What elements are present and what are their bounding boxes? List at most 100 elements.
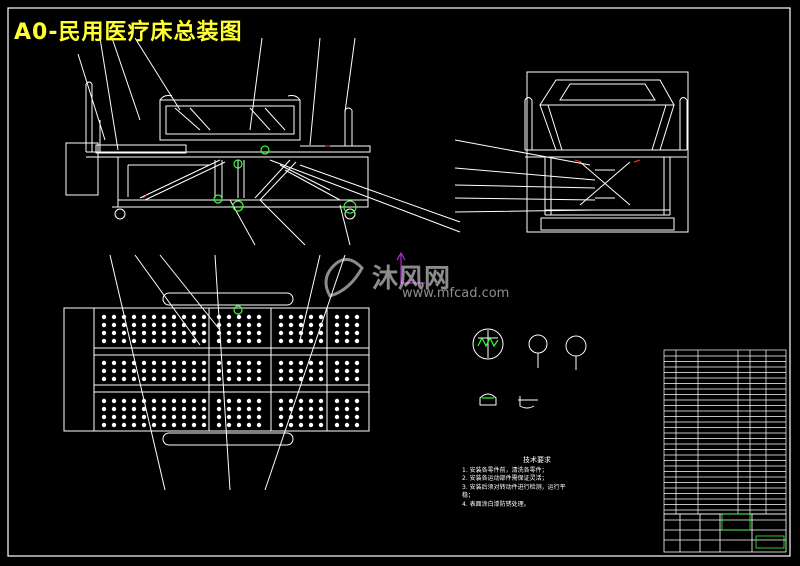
deck-hole xyxy=(131,322,137,328)
deck-hole xyxy=(344,314,350,320)
deck-hole xyxy=(191,376,197,382)
deck-hole xyxy=(236,422,242,428)
deck-hole xyxy=(181,368,187,374)
deck-hole xyxy=(344,406,350,412)
deck-hole xyxy=(141,368,147,374)
deck-hole xyxy=(308,314,314,320)
deck-hole xyxy=(191,398,197,404)
deck-hole xyxy=(288,398,294,404)
deck-hole xyxy=(131,414,137,420)
technical-note: 4. 表面涂白漆防锈处理。 xyxy=(462,500,530,508)
deck-hole xyxy=(298,368,304,374)
deck-hole xyxy=(181,314,187,320)
deck-hole xyxy=(256,360,262,366)
deck-hole xyxy=(151,360,157,366)
deck-hole xyxy=(216,414,222,420)
deck-hole xyxy=(181,398,187,404)
deck-hole xyxy=(181,414,187,420)
deck-hole xyxy=(111,414,117,420)
deck-hole xyxy=(246,376,252,382)
deck-hole xyxy=(181,360,187,366)
deck-hole xyxy=(216,322,222,328)
deck-hole xyxy=(256,314,262,320)
deck-hole xyxy=(344,398,350,404)
deck-hole xyxy=(226,376,232,382)
deck-hole xyxy=(298,414,304,420)
deck-hole xyxy=(246,314,252,320)
deck-hole xyxy=(256,376,262,382)
deck-hole xyxy=(121,376,127,382)
deck-hole xyxy=(171,422,177,428)
deck-hole xyxy=(334,406,340,412)
deck-hole xyxy=(131,422,137,428)
deck-hole xyxy=(226,330,232,336)
deck-hole xyxy=(201,398,207,404)
deck-hole xyxy=(216,368,222,374)
deck-hole xyxy=(318,330,324,336)
deck-hole xyxy=(354,368,360,374)
deck-hole xyxy=(298,398,304,404)
deck-hole xyxy=(256,368,262,374)
end-view-marks xyxy=(574,159,641,163)
deck-hole xyxy=(101,330,107,336)
watermark-logo xyxy=(324,258,364,298)
deck-hole xyxy=(121,406,127,412)
deck-hole xyxy=(171,338,177,344)
deck-hole xyxy=(201,368,207,374)
deck-hole xyxy=(278,314,284,320)
deck-hole xyxy=(246,330,252,336)
deck-hole xyxy=(334,368,340,374)
deck-hole xyxy=(308,376,314,382)
deck-hole xyxy=(354,414,360,420)
deck-hole xyxy=(298,406,304,412)
deck-hole xyxy=(191,414,197,420)
deck-hole xyxy=(278,330,284,336)
deck-hole xyxy=(101,322,107,328)
deck-hole xyxy=(318,406,324,412)
deck-hole xyxy=(201,338,207,344)
deck-hole xyxy=(201,406,207,412)
deck-hole xyxy=(151,422,157,428)
deck-hole xyxy=(111,398,117,404)
deck-hole xyxy=(111,360,117,366)
deck-hole xyxy=(226,322,232,328)
deck-hole xyxy=(216,376,222,382)
deck-hole xyxy=(161,398,167,404)
deck-hole xyxy=(246,406,252,412)
deck-hole xyxy=(278,406,284,412)
watermark-text: 沐风网 xyxy=(372,264,451,294)
deck-hole xyxy=(131,330,137,336)
deck-hole xyxy=(226,314,232,320)
deck-hole xyxy=(161,376,167,382)
detail-views xyxy=(472,328,587,409)
deck-hole xyxy=(151,398,157,404)
deck-hole xyxy=(191,330,197,336)
deck-hole xyxy=(171,360,177,366)
deck-hole xyxy=(141,414,147,420)
deck-hole xyxy=(141,314,147,320)
deck-hole xyxy=(288,322,294,328)
deck-hole xyxy=(161,338,167,344)
deck-hole xyxy=(344,322,350,328)
deck-hole xyxy=(236,322,242,328)
deck-hole xyxy=(121,398,127,404)
deck-hole xyxy=(111,376,117,382)
deck-hole xyxy=(216,314,222,320)
technical-notes-title: 技术要求 xyxy=(523,456,551,464)
deck-hole xyxy=(256,422,262,428)
top-view xyxy=(63,254,370,491)
deck-hole xyxy=(354,314,360,320)
deck-hole xyxy=(318,368,324,374)
deck-hole xyxy=(256,406,262,412)
deck-hole xyxy=(201,360,207,366)
deck-hole xyxy=(344,414,350,420)
deck-hole xyxy=(334,360,340,366)
deck-hole xyxy=(141,360,147,366)
deck-hole xyxy=(344,376,350,382)
deck-hole xyxy=(121,422,127,428)
top-view-highlights xyxy=(233,305,243,315)
deck-hole xyxy=(246,414,252,420)
deck-hole xyxy=(354,338,360,344)
deck-hole xyxy=(181,406,187,412)
deck-hole xyxy=(201,422,207,428)
